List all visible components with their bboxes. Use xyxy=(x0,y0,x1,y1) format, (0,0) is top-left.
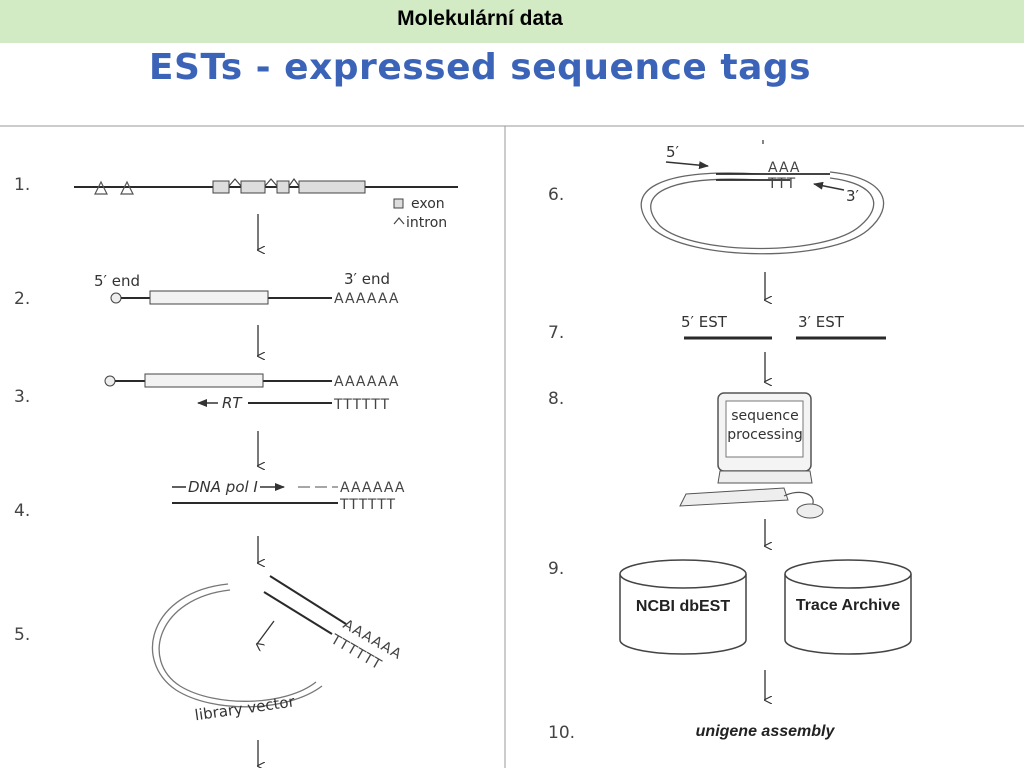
step-number-5: 5. xyxy=(14,625,30,645)
trace-archive-label: Trace Archive xyxy=(796,597,900,614)
dna-pol-label: DNA pol I xyxy=(188,478,258,496)
polya-tail-4: AAAAAA xyxy=(340,480,405,496)
step7-est-reads: 5′ EST 3′ EST xyxy=(681,313,886,340)
polya-tail-2: AAAAAA xyxy=(334,291,399,307)
polyt-4: TTTTTT xyxy=(339,497,396,513)
primer-three-label: 3′ xyxy=(846,187,860,205)
db-ncbi-dbest: NCBI dbEST xyxy=(619,559,747,655)
rt-label: RT xyxy=(222,394,243,412)
step-number-2: 2. xyxy=(14,289,30,309)
step-number-9: 9. xyxy=(548,559,564,579)
polya-tail-3: AAAAAA xyxy=(334,374,399,390)
step-number-1: 1. xyxy=(14,175,30,195)
sequence-label: sequence xyxy=(731,408,798,424)
polyt-3: TTTTTT xyxy=(333,397,390,413)
unigene-assembly-label: unigene assembly xyxy=(696,723,836,740)
step6-plasmid-sequencing: 5′ AAA TTT 3′ xyxy=(640,140,885,255)
processing-label: processing xyxy=(727,427,802,443)
slide-title: ESTs - expressed sequence tags xyxy=(148,47,812,88)
ttt-label: TTT xyxy=(767,176,796,192)
step-number-8: 8. xyxy=(548,389,564,409)
primer-five-label: 5′ xyxy=(666,143,680,161)
keyboard xyxy=(679,487,789,507)
exon-legend-swatch xyxy=(393,198,404,209)
header-bar: Molekulární data xyxy=(0,0,1024,43)
computer-mouse xyxy=(796,503,824,519)
step8-computer: sequence processing xyxy=(679,392,824,519)
step5-cloning: library vector AAAAAA TTTTTT xyxy=(151,575,405,724)
five-end-label: 5′ end xyxy=(94,272,140,290)
three-est-label: 3′ EST xyxy=(798,313,845,331)
step1-gene-structure xyxy=(74,177,458,195)
step-number-6: 6. xyxy=(548,185,564,205)
legend: exon intron xyxy=(393,196,447,231)
aaa-label: AAA xyxy=(768,160,801,176)
legend-intron-label: intron xyxy=(406,215,447,231)
ncbi-dbest-label: NCBI dbEST xyxy=(636,598,730,615)
intron-legend-symbol xyxy=(393,217,405,225)
step-number-4: 4. xyxy=(14,501,30,521)
step-number-10: 10. xyxy=(548,723,575,743)
legend-exon-label: exon xyxy=(411,196,445,212)
step2-mrna: 5′ end 3′ end AAAAAA xyxy=(94,270,399,307)
step4-second-strand: DNA pol I AAAAAA TTTTTT xyxy=(172,478,405,513)
db-trace-archive: Trace Archive xyxy=(784,559,912,655)
step-number-3: 3. xyxy=(14,387,30,407)
three-end-label: 3′ end xyxy=(344,270,390,288)
step-number-7: 7. xyxy=(548,323,564,343)
header-text: Molekulární data xyxy=(397,7,563,30)
step3-reverse-transcription: AAAAAA RT TTTTTT xyxy=(104,373,399,413)
five-est-label: 5′ EST xyxy=(681,313,728,331)
